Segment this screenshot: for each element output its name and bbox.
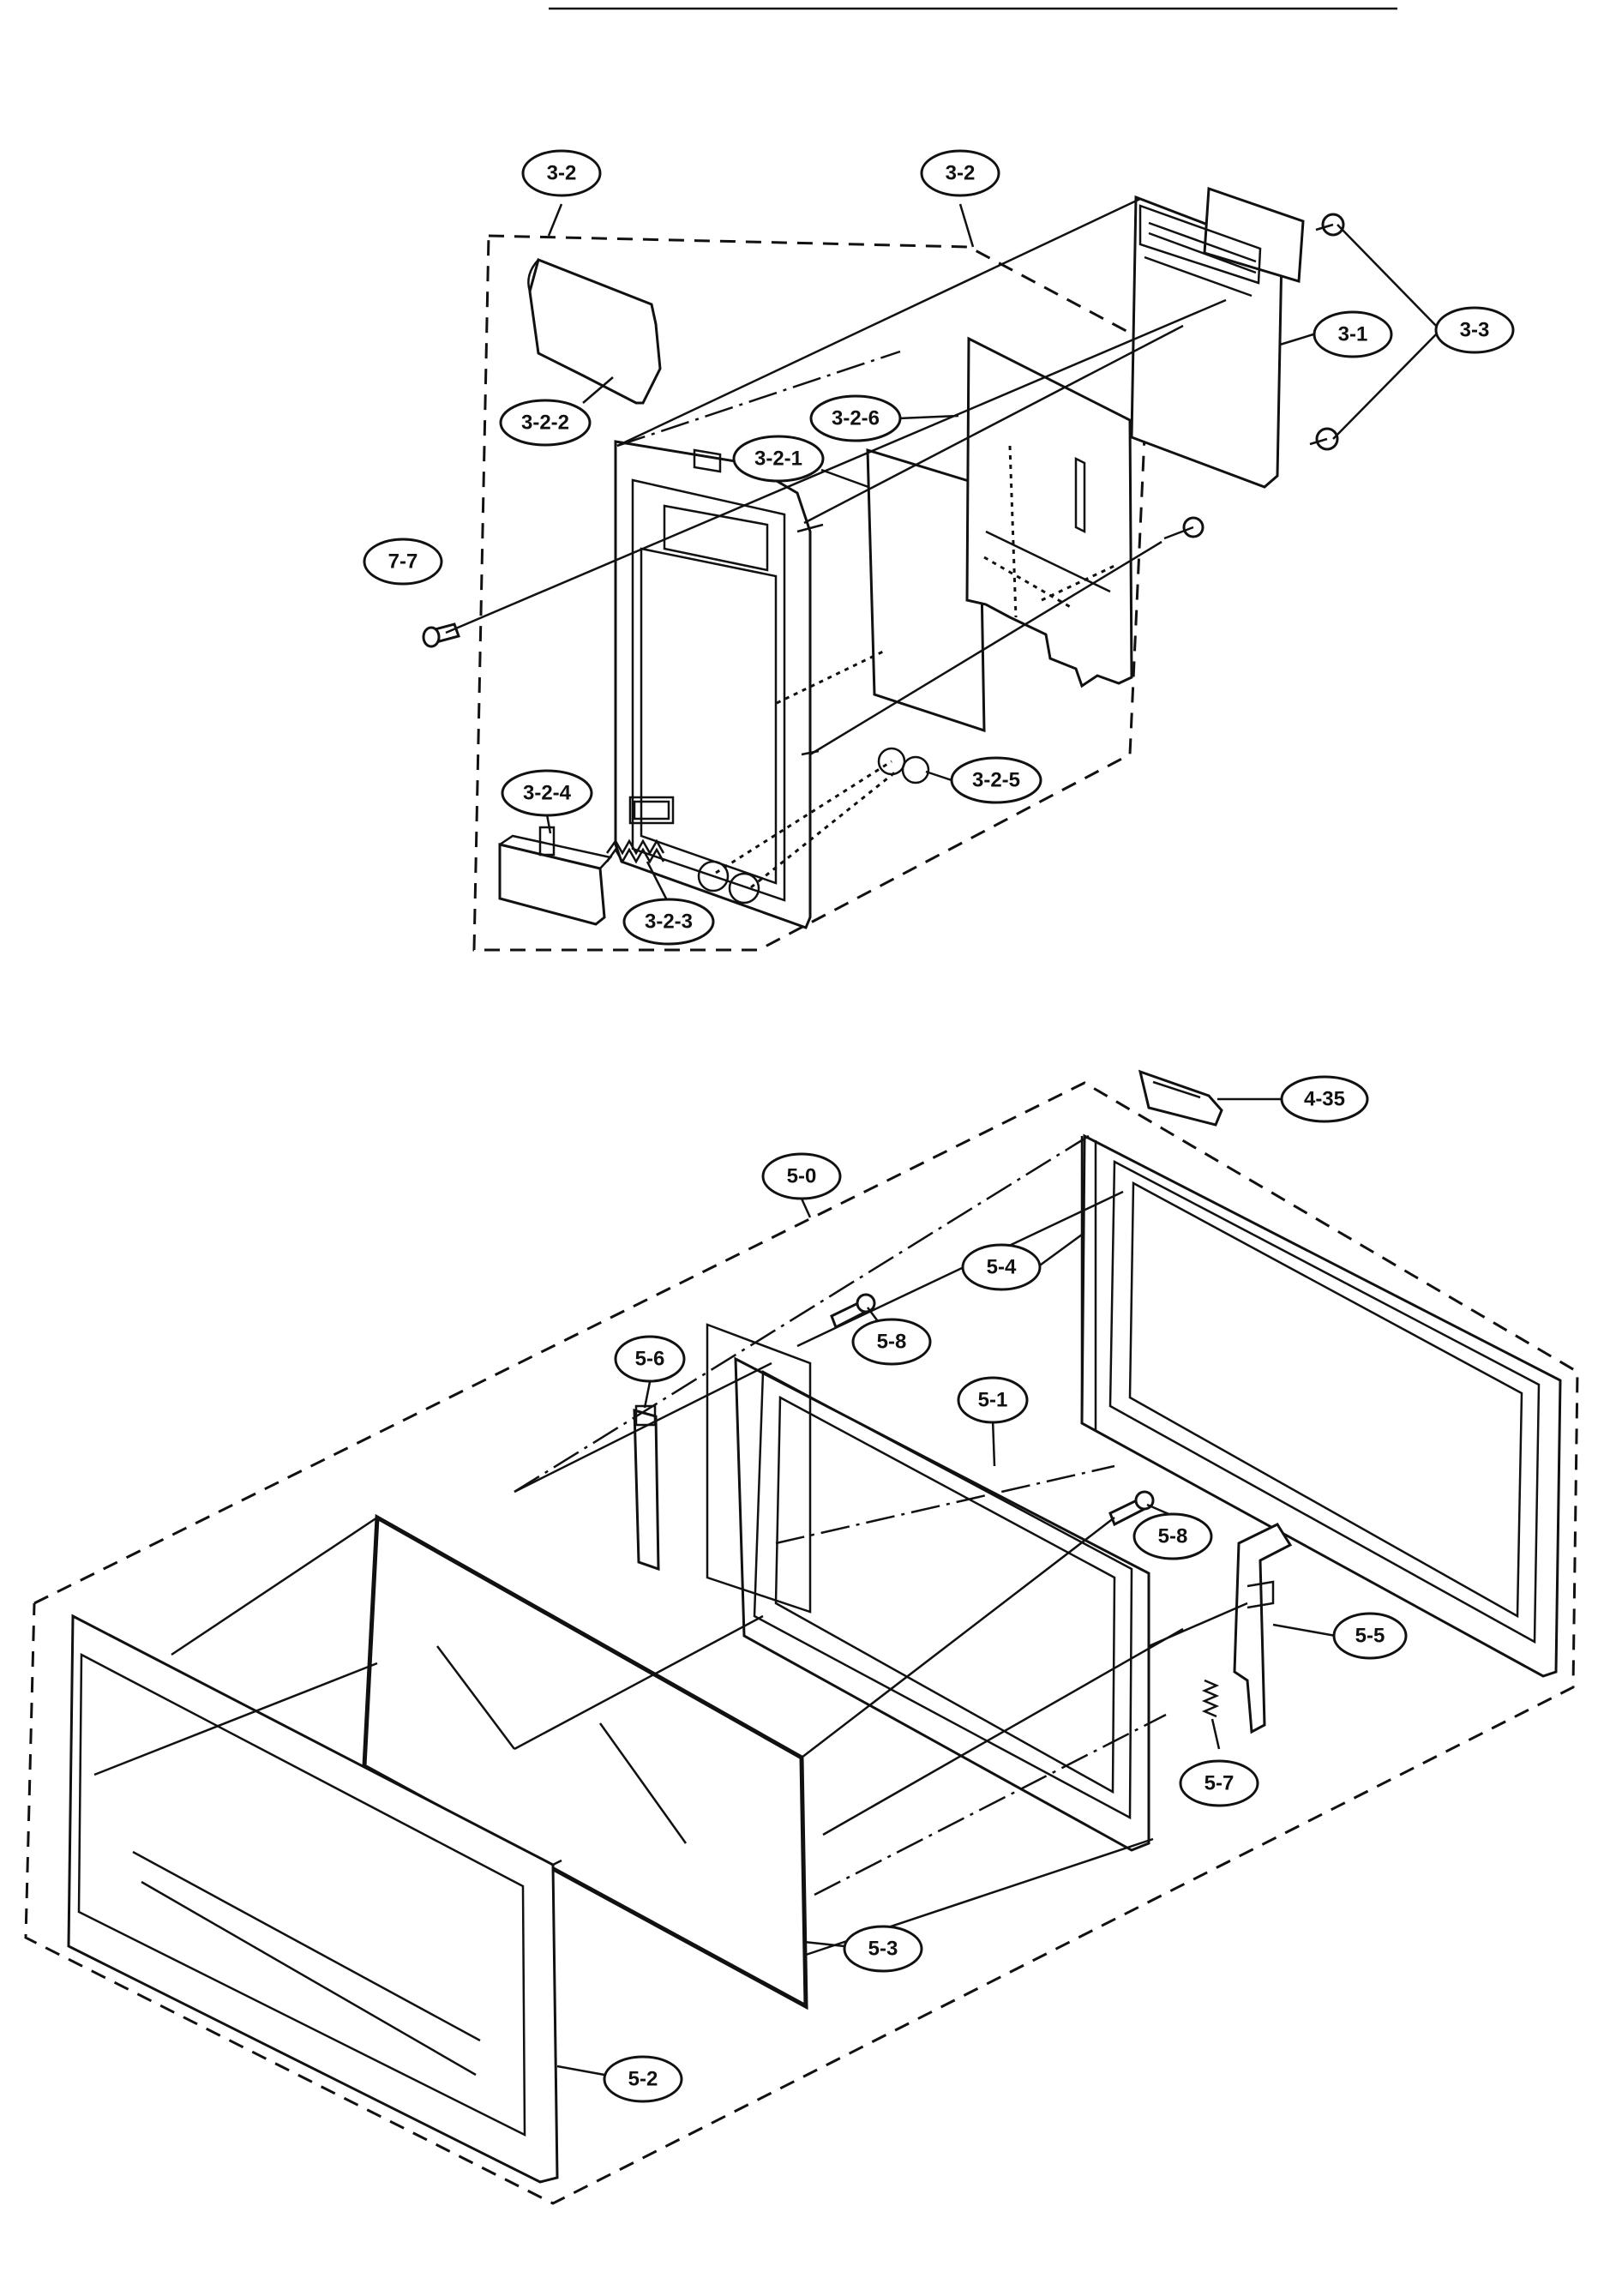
- part-3-2-control-frame: [614, 440, 824, 929]
- part-screw-mid: [1163, 516, 1204, 540]
- part-3-2-6-bracket: [965, 336, 1133, 688]
- part-5-5-lever: [1233, 1523, 1293, 1734]
- part-3-3-screws: [1309, 213, 1345, 451]
- callout-3-2-left: 3-2: [521, 149, 602, 197]
- door-boundary: [24, 1081, 1579, 2205]
- callout-7-7: 7-7: [363, 538, 443, 586]
- part-3-2-3-spring: [605, 838, 665, 864]
- callout-3-3: 3-3: [1434, 306, 1515, 354]
- callout-3-2-6: 3-2-6: [809, 394, 902, 442]
- callout-3-2-3: 3-2-3: [622, 898, 715, 946]
- callout-5-0-label: 5-0: [787, 1165, 817, 1188]
- callout-5-2-label: 5-2: [628, 2068, 658, 2091]
- callout-3-1-label: 3-1: [1338, 323, 1368, 346]
- callout-5-3: 5-3: [843, 1925, 923, 1973]
- callout-3-2-right: 3-2: [920, 149, 1000, 197]
- callout-4-35: 4-35: [1280, 1075, 1369, 1123]
- part-5-8-screws: [830, 1293, 1155, 1527]
- callout-5-6: 5-6: [614, 1335, 686, 1383]
- callout-4-35-label: 4-35: [1304, 1088, 1345, 1111]
- callout-5-6-label: 5-6: [635, 1348, 665, 1371]
- callout-5-0: 5-0: [761, 1152, 842, 1200]
- callout-3-2-5-label: 3-2-5: [972, 769, 1020, 792]
- callout-5-8-bottom-label: 5-8: [1158, 1525, 1188, 1548]
- callout-5-7-label: 5-7: [1204, 1772, 1235, 1795]
- callout-3-2-2: 3-2-2: [499, 399, 592, 447]
- control-panel-assembly: [422, 186, 1345, 952]
- callout-5-1: 5-1: [957, 1376, 1029, 1424]
- callout-3-2-4: 3-2-4: [501, 769, 593, 817]
- callout-3-2-2-label: 3-2-2: [521, 412, 569, 435]
- callout-5-1-label: 5-1: [978, 1389, 1008, 1412]
- part-4-35-latch: [1138, 1069, 1223, 1127]
- door-assembly: [24, 1069, 1579, 2205]
- part-5-2-door-front: [67, 1614, 562, 2184]
- callout-5-3-label: 5-3: [868, 1938, 898, 1961]
- callout-3-2-1: 3-2-1: [732, 435, 825, 483]
- part-5-4-choke-frame: [1080, 1133, 1562, 1678]
- callout-3-2-3-label: 3-2-3: [645, 911, 693, 934]
- callout-5-8-top-label: 5-8: [877, 1331, 907, 1354]
- callout-3-2-4-label: 3-2-4: [523, 782, 572, 805]
- part-3-2-2-cover: [527, 257, 662, 405]
- callout-7-7-label: 7-7: [388, 550, 418, 574]
- callout-3-1: 3-1: [1313, 310, 1393, 358]
- part-5-3-glass: [362, 1513, 808, 2011]
- control-panel-boundary: [472, 234, 1150, 952]
- callout-5-8-top: 5-8: [851, 1318, 932, 1366]
- part-5-1-door-frame: [706, 1323, 1150, 1852]
- callout-5-8-bottom: 5-8: [1132, 1512, 1213, 1560]
- callout-5-4-label: 5-4: [987, 1256, 1017, 1279]
- part-3-1-pcb: [1130, 186, 1305, 489]
- callout-3-2-6-label: 3-2-6: [832, 407, 880, 430]
- callout-5-7: 5-7: [1179, 1759, 1259, 1807]
- callout-5-5: 5-5: [1332, 1612, 1408, 1660]
- callout-3-2-right-label: 3-2: [946, 162, 976, 185]
- callout-3-2-left-label: 3-2: [547, 162, 577, 185]
- callout-5-4: 5-4: [961, 1243, 1042, 1291]
- callout-3-2-1-label: 3-2-1: [754, 448, 802, 471]
- callout-5-5-label: 5-5: [1355, 1625, 1385, 1648]
- part-5-7-spring: [1201, 1679, 1220, 1718]
- callout-3-3-label: 3-3: [1460, 319, 1490, 342]
- part-3-2-4-button: [498, 826, 613, 926]
- callout-3-2-5: 3-2-5: [950, 756, 1042, 804]
- part-3-2-1-sheet: [866, 448, 986, 733]
- callout-5-2: 5-2: [603, 2055, 683, 2103]
- part-7-7-screw: [422, 622, 460, 648]
- callout-leaders: [545, 203, 1441, 2077]
